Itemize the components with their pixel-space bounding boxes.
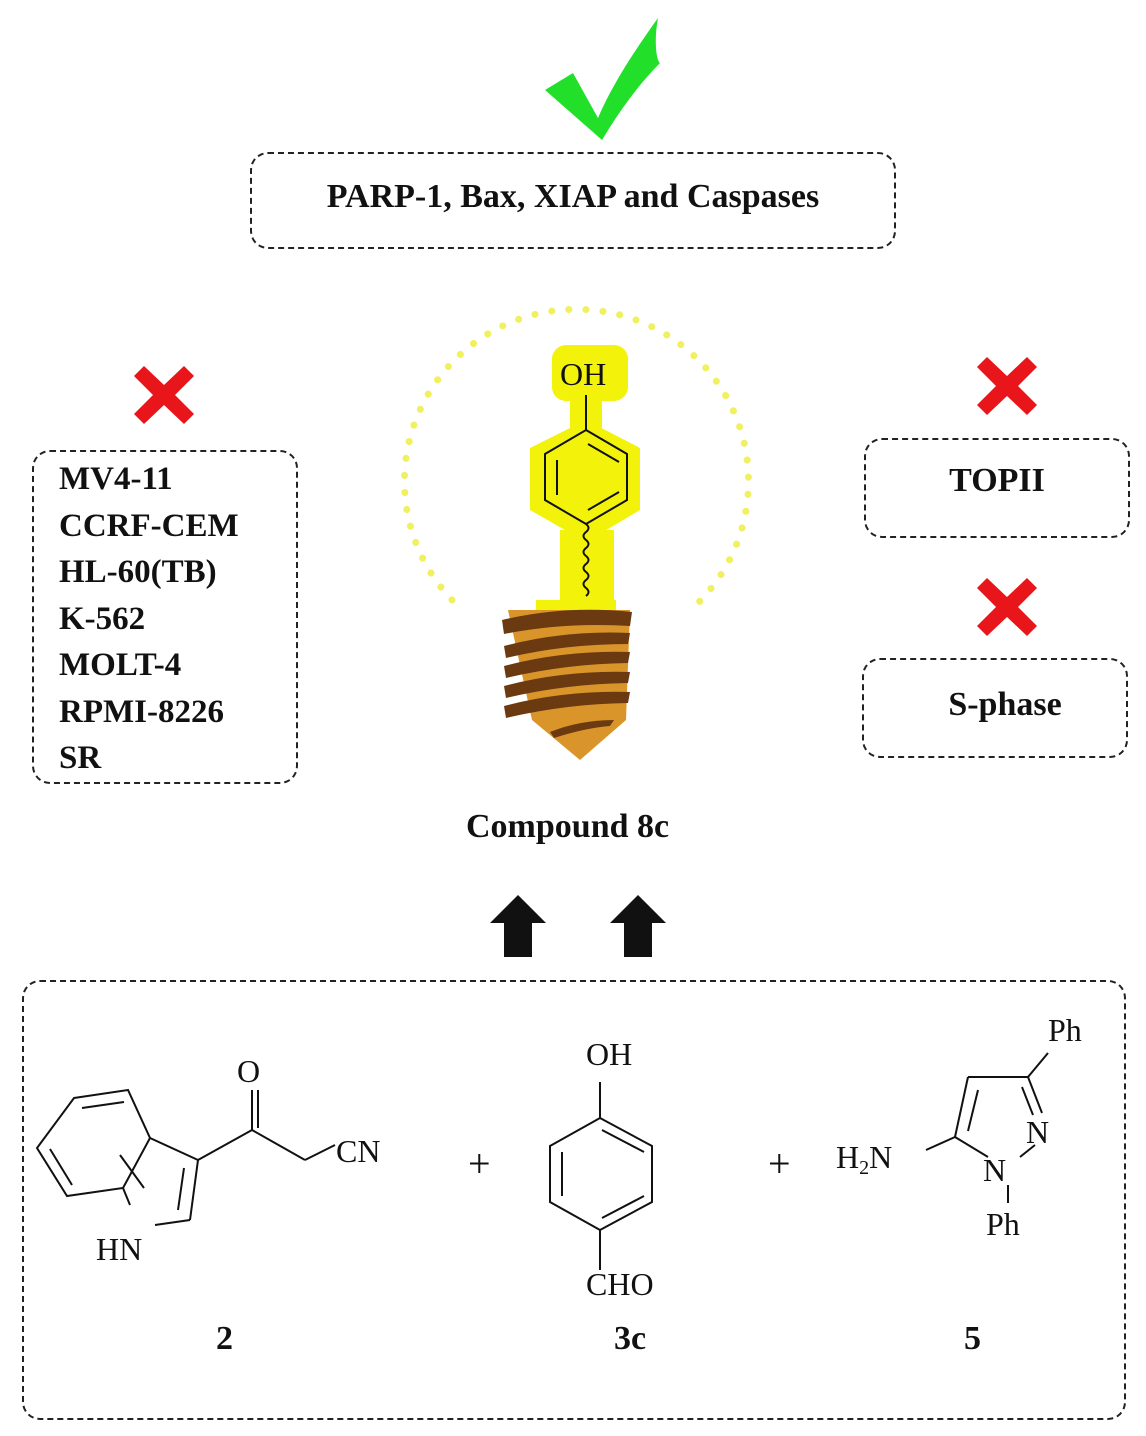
phenyl-top-label: Ph	[1048, 1012, 1082, 1048]
amine-label: H2N	[836, 1139, 892, 1179]
up-arrow-icon	[490, 895, 546, 957]
indole-nh-label: HN	[96, 1231, 142, 1267]
compound-3c-structure: OH CHO	[549, 1036, 654, 1302]
cell-line: HL-60(TB)	[59, 554, 217, 590]
phenyl-bottom-label: Ph	[986, 1206, 1020, 1242]
cell-line: K-562	[59, 600, 146, 637]
compound-5-id: 5	[964, 1320, 981, 1357]
cross-icon	[134, 366, 194, 424]
compound-label: Compound 8c	[466, 808, 670, 845]
nitrile-label: CN	[336, 1133, 380, 1169]
compound-2-structure: O CN HN	[35, 1060, 380, 1267]
bulb-glow	[530, 345, 640, 610]
bulb-illustration: OH	[400, 305, 752, 760]
compound-3c-id: 3c	[614, 1320, 647, 1357]
pyrazole-n1-label: N	[983, 1152, 1006, 1188]
compound-2-id: 2	[216, 1320, 233, 1357]
benzene-ring	[544, 395, 628, 597]
plus-sign: +	[468, 1141, 491, 1186]
cross-icon	[977, 578, 1037, 636]
cell-line: MV4-11	[59, 461, 173, 497]
plus-sign: +	[768, 1141, 791, 1186]
reactants-box	[22, 980, 1126, 1420]
bulb-base	[502, 609, 632, 760]
apoptosis-markers-label: PARP-1, Bax, XIAP and Caspases	[326, 178, 820, 215]
cell-line: RPMI-8226	[59, 693, 224, 730]
glow-dots	[400, 305, 752, 609]
cell-line: MOLT-4	[59, 647, 182, 683]
ketone-o-label: O	[237, 1060, 260, 1089]
topii-label: TOPII	[949, 462, 1045, 499]
cell-line: CCRF-CEM	[59, 507, 239, 544]
oh-label: OH	[560, 356, 606, 392]
apoptosis-markers-box: PARP-1, Bax, XIAP and Caspases	[250, 152, 896, 249]
cell-lines-list: MV4-11 CCRF-CEM HL-60(TB) K-562 MOLT-4 R…	[59, 456, 239, 782]
pyrazole-n2-label: N	[1026, 1114, 1049, 1150]
hydroxyl-label: OH	[586, 1036, 632, 1072]
cell-lines-box: MV4-11 CCRF-CEM HL-60(TB) K-562 MOLT-4 R…	[32, 450, 298, 784]
compound-5-structure: Ph N N H2N Ph	[836, 1012, 1082, 1242]
s-phase-box: S-phase	[862, 658, 1128, 758]
aldehyde-label: CHO	[586, 1266, 654, 1302]
up-arrow-icon	[610, 895, 666, 957]
topii-box: TOPII	[864, 438, 1130, 538]
checkmark-icon	[545, 18, 660, 140]
cell-line: SR	[59, 740, 102, 776]
s-phase-label: S-phase	[948, 686, 1062, 723]
cross-icon	[977, 357, 1037, 415]
